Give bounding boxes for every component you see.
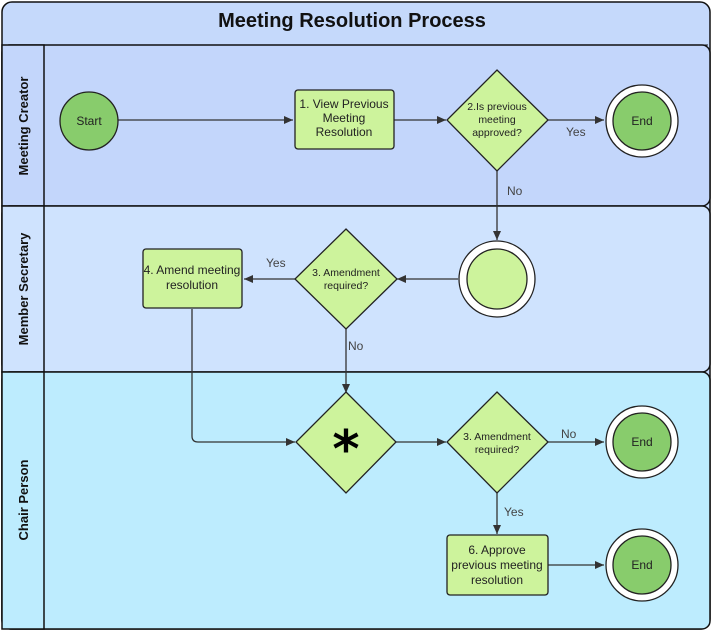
decision-approved-line-1: 2.Is previous: [467, 101, 527, 113]
task-approve-line-2: previous meeting: [451, 558, 542, 572]
task-view-line-2: Meeting: [323, 111, 366, 125]
edge-label-amend1-yes: Yes: [266, 256, 286, 270]
decision-amendment-required-2[interactable]: 3. Amendment required?: [446, 391, 549, 494]
decision-approved-line-2: meeting: [478, 114, 516, 126]
decision-amend1-line-1: 3. Amendment: [312, 267, 380, 279]
end-event-2-label: End: [631, 435, 652, 449]
task-amend-line-2: resolution: [166, 278, 218, 292]
task-view-previous-resolution[interactable]: 1. View Previous Meeting Resolution: [294, 89, 395, 150]
task-amend-meeting-resolution[interactable]: 4. Amend meeting resolution: [142, 248, 243, 309]
decision-amend1-line-2: required?: [324, 280, 369, 292]
edge-label-approved-yes: Yes: [566, 125, 586, 139]
lane-label-member-secretary: Member Secretary: [16, 232, 31, 345]
end-event-3-label: End: [631, 558, 652, 572]
end-event-3[interactable]: End: [605, 528, 679, 602]
decision-approved-line-3: approved?: [472, 127, 522, 139]
edges: [118, 116, 604, 569]
edge-label-amend2-yes: Yes: [504, 505, 524, 519]
start-event[interactable]: Start: [59, 91, 119, 151]
intermediate-event[interactable]: [458, 240, 536, 318]
lane-label-chair-person: Chair Person: [16, 459, 31, 540]
end-event-1-label: End: [631, 114, 652, 128]
task-amend-line-1: 4. Amend meeting: [144, 263, 241, 277]
task-view-line-3: Resolution: [316, 125, 373, 139]
decision-approved[interactable]: 2.Is previous meeting approved?: [446, 69, 549, 172]
decision-amend2-line-1: 3. Amendment: [463, 431, 531, 443]
decision-amend2-line-2: required?: [475, 444, 520, 456]
task-approve-resolution[interactable]: 6. Approve previous meeting resolution: [446, 534, 549, 596]
task-approve-line-3: resolution: [471, 573, 523, 587]
edge-amend-to-gateway: [191, 309, 295, 446]
decision-amendment-required-1[interactable]: 3. Amendment required?: [294, 228, 398, 330]
end-event-2[interactable]: End: [605, 405, 679, 479]
diagram-title: Meeting Resolution Process: [218, 10, 486, 32]
end-event-1[interactable]: End: [605, 84, 679, 158]
start-event-label: Start: [76, 114, 102, 128]
task-approve-line-1: 6. Approve: [468, 543, 526, 557]
complex-gateway[interactable]: *: [295, 391, 397, 494]
task-view-line-1: 1. View Previous: [299, 97, 388, 111]
lane-label-meeting-creator: Meeting Creator: [16, 77, 31, 176]
edge-label-amend2-no: No: [561, 427, 577, 441]
edge-label-amend1-no: No: [348, 339, 364, 353]
asterisk-icon: *: [332, 420, 359, 480]
edge-label-approved-no: No: [507, 184, 523, 198]
